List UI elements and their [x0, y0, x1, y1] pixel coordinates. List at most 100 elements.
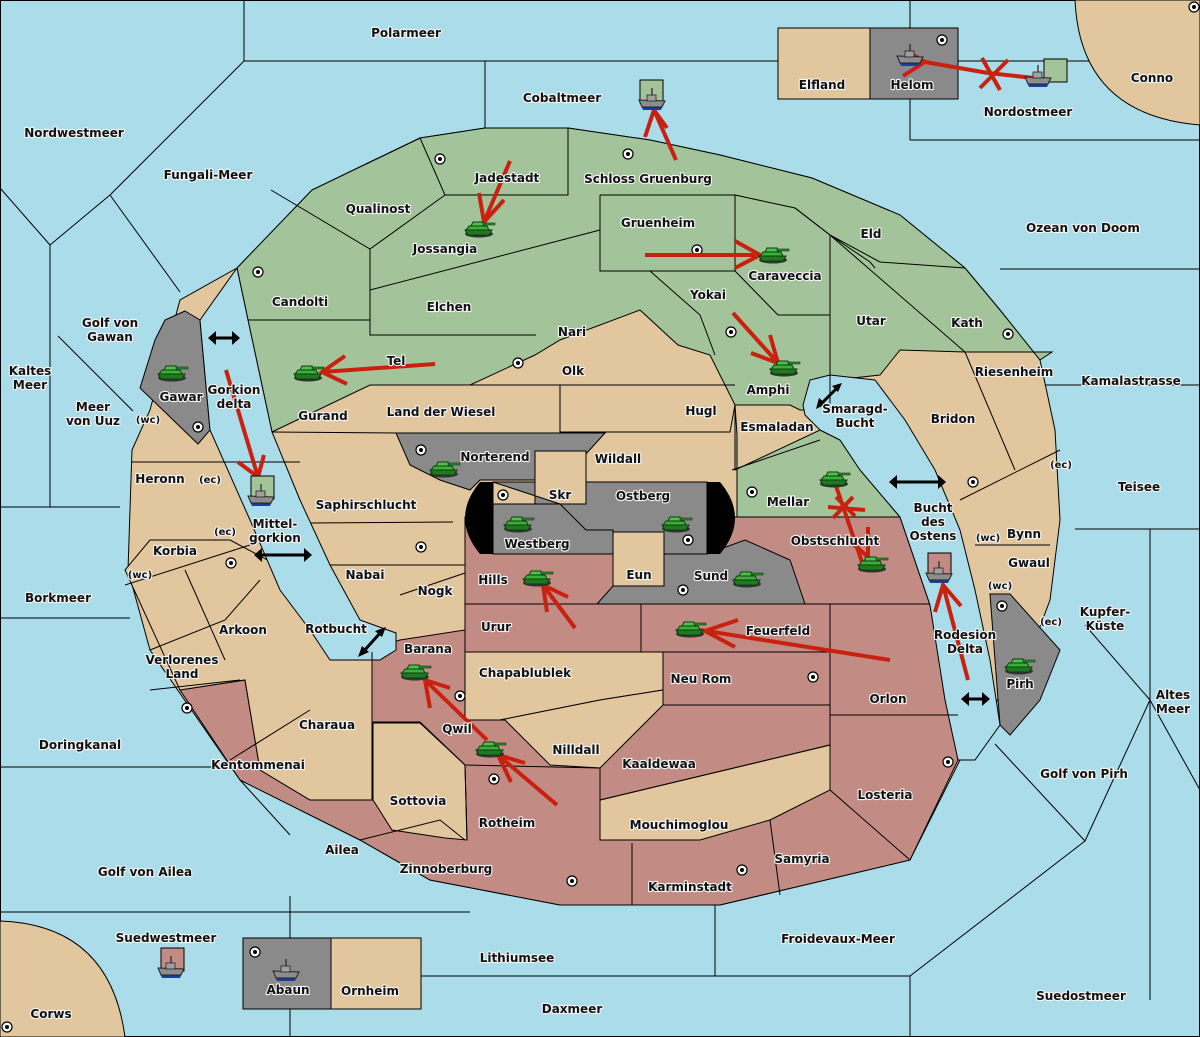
label-pirh: Pirh — [1006, 677, 1033, 691]
impassable-west — [465, 482, 493, 554]
label-norterend: Norterend — [460, 450, 529, 464]
label-daxmeer: Daxmeer — [542, 1002, 603, 1016]
label-mittelgorkion-1: Mittel- — [253, 517, 298, 531]
label-altes-1: Altes — [1156, 688, 1190, 702]
label-rotheim: Rotheim — [479, 816, 536, 830]
label-qwil: Qwil — [442, 722, 472, 736]
label-amphi: Amphi — [746, 383, 789, 397]
label-gurand: Gurand — [298, 409, 348, 423]
label-mellar: Mellar — [767, 495, 809, 509]
label-gorkion-delta-2: delta — [217, 397, 252, 411]
label-obstschlucht: Obstschlucht — [791, 534, 880, 548]
label-kentommenai: Kentommenai — [211, 758, 305, 772]
label-gawar: Gawar — [159, 390, 202, 404]
land-ornheim[interactable] — [330, 937, 422, 1010]
label-bucht-1: Bucht — [913, 501, 952, 515]
label-samyria: Samyria — [774, 852, 829, 866]
label-sund: Sund — [694, 569, 728, 583]
label-neu-rom: Neu Rom — [671, 672, 732, 686]
label-bucht-2: des — [921, 515, 945, 529]
land-skr[interactable] — [534, 450, 587, 505]
label-candolti: Candolti — [272, 295, 328, 309]
label-qualinost: Qualinost — [346, 202, 411, 216]
label-schloss-gruenburg: Schloss Gruenburg — [584, 172, 712, 186]
label-suedwestmeer: Suedwestmeer — [116, 931, 217, 945]
label-golf-gawan-1: Golf von — [82, 316, 138, 330]
coast-tag-gwaul-wc: (wc) — [988, 581, 1012, 592]
label-skr: Skr — [549, 488, 572, 502]
label-elfland: Elfland — [799, 78, 845, 92]
label-smaragd-1: Smaragd- — [822, 402, 887, 416]
label-helom: Helom — [890, 78, 933, 92]
label-corws: Corws — [30, 1007, 71, 1021]
label-ailea: Ailea — [325, 843, 359, 857]
land-elfland[interactable] — [777, 27, 871, 100]
label-wildall: Wildall — [595, 452, 641, 466]
label-gorkion-delta-1: Gorkion — [208, 383, 261, 397]
coast-tag-bynn-ec: (ec) — [1050, 460, 1072, 471]
label-nordwestmeer: Nordwestmeer — [24, 126, 124, 140]
label-nordostmeer: Nordostmeer — [984, 105, 1073, 119]
label-teisee: Teisee — [1118, 480, 1160, 494]
impassable-east — [707, 482, 735, 554]
label-suedostmeer: Suedostmeer — [1036, 989, 1126, 1003]
label-froidevaux: Froidevaux-Meer — [781, 932, 895, 946]
land-sottovia[interactable] — [372, 721, 468, 841]
label-conno: Conno — [1131, 71, 1173, 85]
label-ozean: Ozean von Doom — [1026, 221, 1140, 235]
label-uuz-1: Meer — [76, 400, 110, 414]
label-golf-ailea: Golf von Ailea — [98, 865, 192, 879]
label-hugl: Hugl — [685, 404, 716, 418]
label-karminstadt: Karminstadt — [648, 880, 732, 894]
label-kaaldewaa: Kaaldewaa — [622, 757, 696, 771]
label-verlorenes-1: Verlorenes — [146, 653, 219, 667]
green-region — [236, 127, 1054, 518]
label-rodesion-2: Delta — [947, 642, 983, 656]
label-tel: Tel — [387, 354, 406, 368]
label-losteria: Losteria — [857, 788, 912, 802]
coast-tag-korbia-wc: (wc) — [128, 570, 152, 581]
coast-tag-gawar-wc: (wc) — [136, 415, 160, 426]
label-golf-gawan-2: Gawan — [87, 330, 133, 344]
label-kamala: Kamalastrasse — [1081, 374, 1181, 388]
coast-tag-gwaul-ec: (ec) — [1040, 617, 1062, 628]
label-eun: Eun — [626, 568, 651, 582]
label-kupfer-2: Küste — [1086, 619, 1125, 633]
coast-tag-heronn-ec: (ec) — [199, 475, 221, 486]
label-orlon: Orlon — [869, 692, 906, 706]
label-olk: Olk — [562, 364, 585, 378]
label-kupfer-1: Kupfer- — [1080, 605, 1130, 619]
label-ostberg: Ostberg — [616, 489, 670, 503]
labels: Polarmeer Cobaltmeer Nordwestmeer Fungal… — [8, 25, 1192, 1022]
label-rodesion-1: Rodesion — [934, 628, 996, 642]
label-altes-2: Meer — [1156, 702, 1190, 716]
land-eun[interactable] — [612, 531, 665, 587]
label-rotbucht: Rotbucht — [305, 622, 367, 636]
label-nabai: Nabai — [346, 568, 385, 582]
sea-east-channel[interactable] — [802, 374, 1001, 761]
label-fungali: Fungali-Meer — [164, 168, 253, 182]
label-esmaladan: Esmaladan — [740, 420, 813, 434]
label-ornheim: Ornheim — [341, 984, 399, 998]
label-nilldall: Nilldall — [552, 743, 599, 757]
label-mittelgorkion-2: gorkion — [249, 531, 301, 545]
label-abaun: Abaun — [266, 983, 309, 997]
label-westberg: Westberg — [504, 537, 569, 551]
label-sottovia: Sottovia — [390, 794, 447, 808]
label-mouchimoglou: Mouchimoglou — [630, 818, 729, 832]
label-eld: Eld — [861, 227, 882, 241]
label-bucht-3: Ostens — [910, 529, 957, 543]
land-nilldall[interactable] — [499, 689, 664, 769]
label-chapablublek: Chapablublek — [479, 666, 572, 680]
connection-arrows — [208, 331, 990, 706]
label-uuz-2: von Uuz — [66, 414, 120, 428]
land-corws[interactable] — [0, 920, 126, 1037]
label-polarmeer: Polarmeer — [371, 26, 441, 40]
label-cobaltmeer: Cobaltmeer — [523, 91, 601, 105]
label-bridon: Bridon — [931, 412, 976, 426]
land-conno[interactable] — [1074, 0, 1200, 126]
label-jadestadt: Jadestadt — [474, 171, 540, 185]
label-borkmeer: Borkmeer — [25, 591, 91, 605]
label-kaltes-2: Meer — [13, 378, 47, 392]
